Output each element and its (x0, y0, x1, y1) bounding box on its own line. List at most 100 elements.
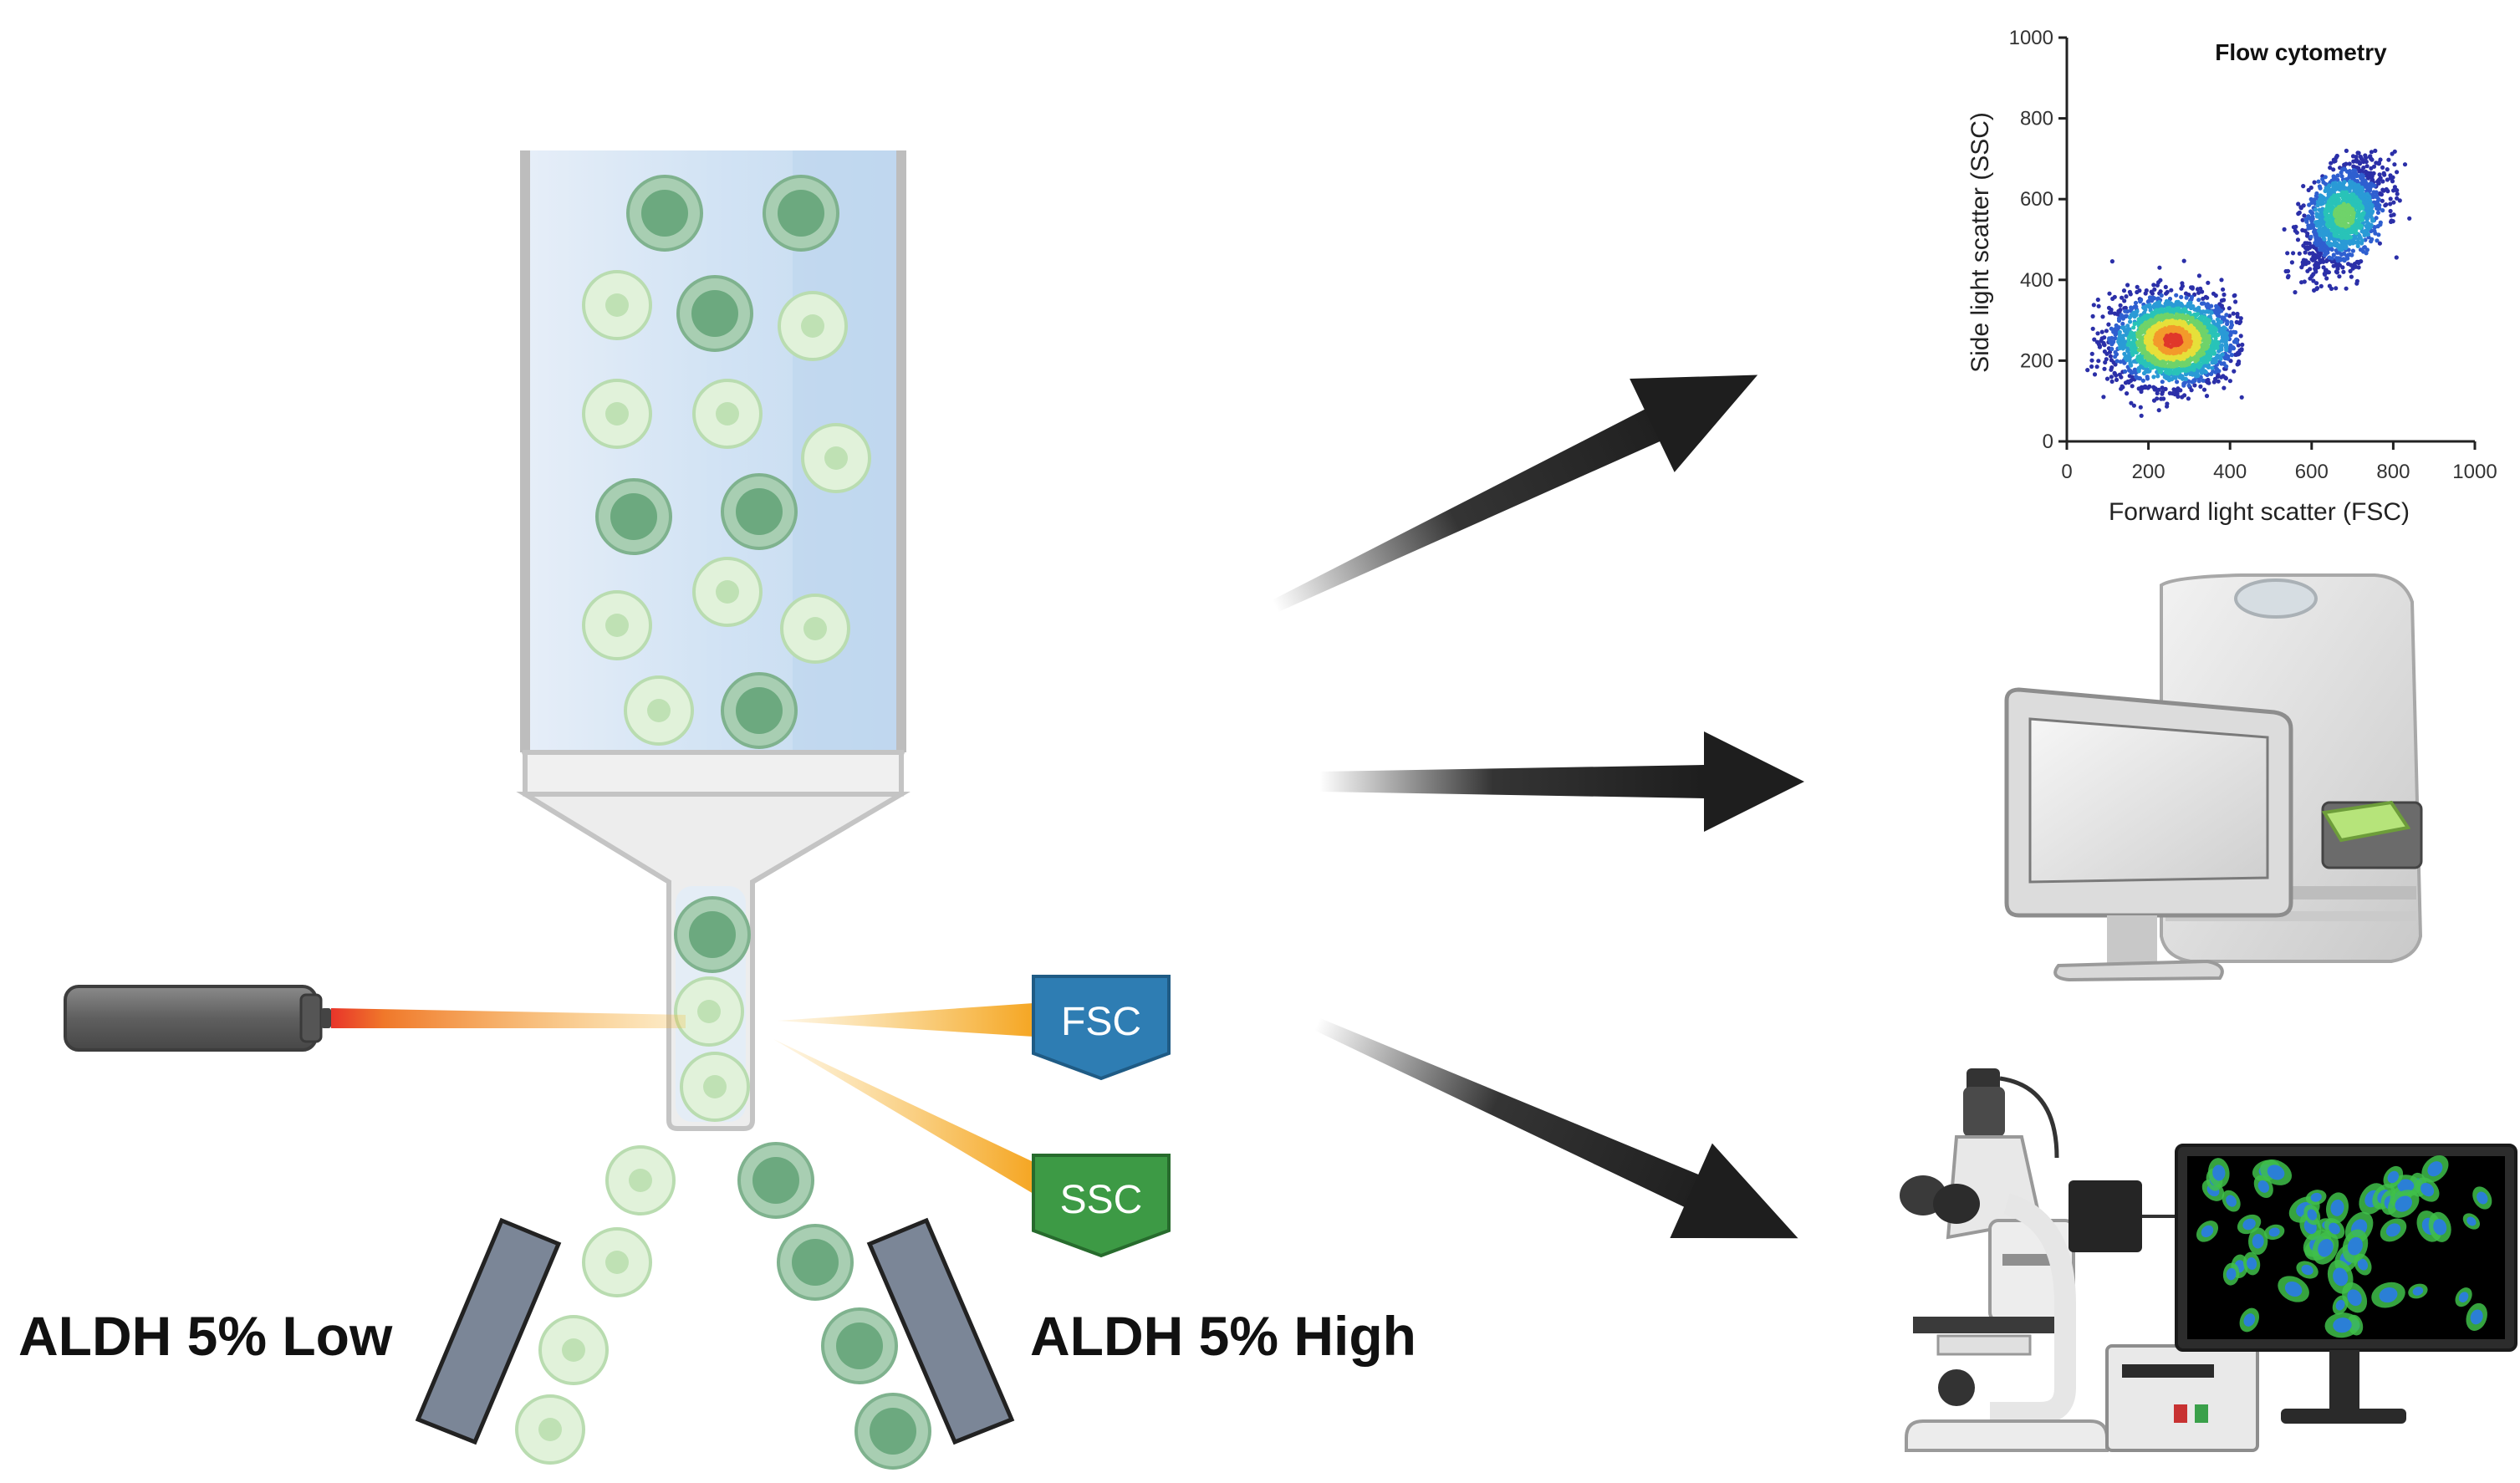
scatter-point (2324, 268, 2329, 273)
fluorescent-cell (2462, 1213, 2481, 1230)
scatter-point (2090, 313, 2095, 319)
fluorescent-cell (2242, 1251, 2261, 1276)
imaging-reader (2004, 573, 2423, 982)
fluorescent-cell (2260, 1159, 2293, 1185)
scatter-point (2152, 287, 2157, 292)
y-tick-label: 0 (2043, 431, 2053, 453)
scatter-point (2388, 201, 2393, 206)
arrow-to-flow-plot[interactable] (1252, 329, 1780, 653)
scatter-point (2373, 148, 2378, 153)
detector-fsc (1032, 975, 1171, 1081)
scatter-point (2375, 238, 2380, 243)
scatter-point (2132, 314, 2137, 319)
scatter-point (2109, 259, 2114, 264)
scatter-point (2238, 334, 2243, 339)
scatter-point (2095, 331, 2100, 336)
scatter-point (2339, 170, 2344, 176)
y-axis-label: Side light scatter (SSC) (1967, 112, 1994, 373)
scatter-point (2337, 274, 2342, 279)
fluorescent-cell (2196, 1221, 2219, 1242)
plot-title: Flow cytometry (2215, 39, 2387, 65)
cell-aldh-low (692, 379, 763, 449)
scatter-point (2224, 313, 2229, 318)
scatter-point (2337, 193, 2342, 198)
scatter-point (2354, 159, 2359, 164)
scatter-point (2124, 294, 2129, 299)
scatter-point (2156, 387, 2161, 392)
scatter-point (2354, 259, 2359, 264)
scatter-point (2375, 179, 2380, 184)
arrow-to-microscope[interactable] (1296, 976, 1819, 1286)
cell-aldh-high (763, 175, 839, 252)
fluorescence-microscope (1900, 1068, 2178, 1452)
fluorescent-cell (2303, 1204, 2321, 1226)
scatter-point (2232, 369, 2237, 374)
scatter-point (2195, 287, 2201, 292)
scatter-point (2179, 294, 2184, 299)
scatter-point (2100, 314, 2105, 319)
scatter-point (2361, 160, 2366, 165)
scatter-point (2111, 339, 2116, 344)
scatter-point (2196, 273, 2201, 278)
scatter-point (2383, 203, 2388, 208)
scatter-point (2329, 161, 2334, 166)
scatter-point (2176, 386, 2181, 391)
arrow-to-reader[interactable] (1319, 731, 1804, 832)
scatter-point (2089, 358, 2094, 363)
scatter-point (2140, 378, 2145, 383)
scatter-point (2128, 292, 2133, 297)
fluorescent-cell (2222, 1262, 2240, 1286)
scatter-point (2308, 267, 2313, 272)
x-tick-label: 200 (2132, 461, 2165, 483)
scatter-point (2388, 196, 2393, 201)
scatter-point (2331, 252, 2336, 257)
scatter-point (2235, 314, 2240, 319)
scatter-point (2201, 378, 2206, 383)
cell-aldh-high (595, 478, 672, 555)
scatter-point (2124, 313, 2129, 319)
y-tick-label: 1000 (2009, 27, 2053, 49)
ssc-label: SSC (1060, 1178, 1143, 1222)
scatter-point (2302, 213, 2307, 218)
scatter-point (2205, 295, 2210, 300)
scatter-point (2294, 230, 2299, 235)
scatter-point (2348, 268, 2353, 273)
scatter-point (2085, 368, 2090, 373)
scatter-point (2369, 166, 2374, 171)
scatter-point (2402, 162, 2408, 167)
fluorescent-cell (2371, 1282, 2405, 1308)
scatter-point (2375, 195, 2380, 200)
cell-aldh-low (582, 379, 652, 449)
x-tick-label: 0 (2061, 461, 2072, 483)
scatter-point (2325, 250, 2330, 255)
scatter-point (2155, 396, 2160, 401)
scatter-point (2157, 369, 2162, 374)
scatter-point (2092, 337, 2097, 342)
scatter-point (2369, 150, 2374, 155)
scatter-point (2137, 376, 2142, 381)
scatter-point (2302, 279, 2307, 284)
scatter-point (2134, 375, 2139, 380)
scatter-point (2160, 385, 2165, 390)
scatter-point (2174, 293, 2179, 298)
scatter-point (2356, 150, 2361, 155)
x-tick-label: 1000 (2452, 461, 2497, 483)
scatter-point (2222, 292, 2227, 298)
scatter-point (2155, 374, 2160, 379)
scatter-point (2151, 283, 2156, 288)
scatter-point (2186, 310, 2191, 315)
scatter-point (2114, 359, 2120, 364)
fluorescent-cell (2326, 1192, 2349, 1224)
cell-aldh-high (821, 1307, 898, 1384)
scatter-point (2337, 262, 2343, 268)
scatter-point (2227, 379, 2232, 384)
scatter-point (2216, 379, 2221, 384)
cell-aldh-low (582, 590, 652, 660)
scatter-point (2324, 276, 2329, 281)
scatter-point (2131, 325, 2136, 330)
cell-aldh-low (582, 1227, 652, 1297)
collection-plate-low (415, 1217, 562, 1445)
scatter-point (2089, 364, 2094, 369)
scatter-point (2364, 224, 2369, 229)
